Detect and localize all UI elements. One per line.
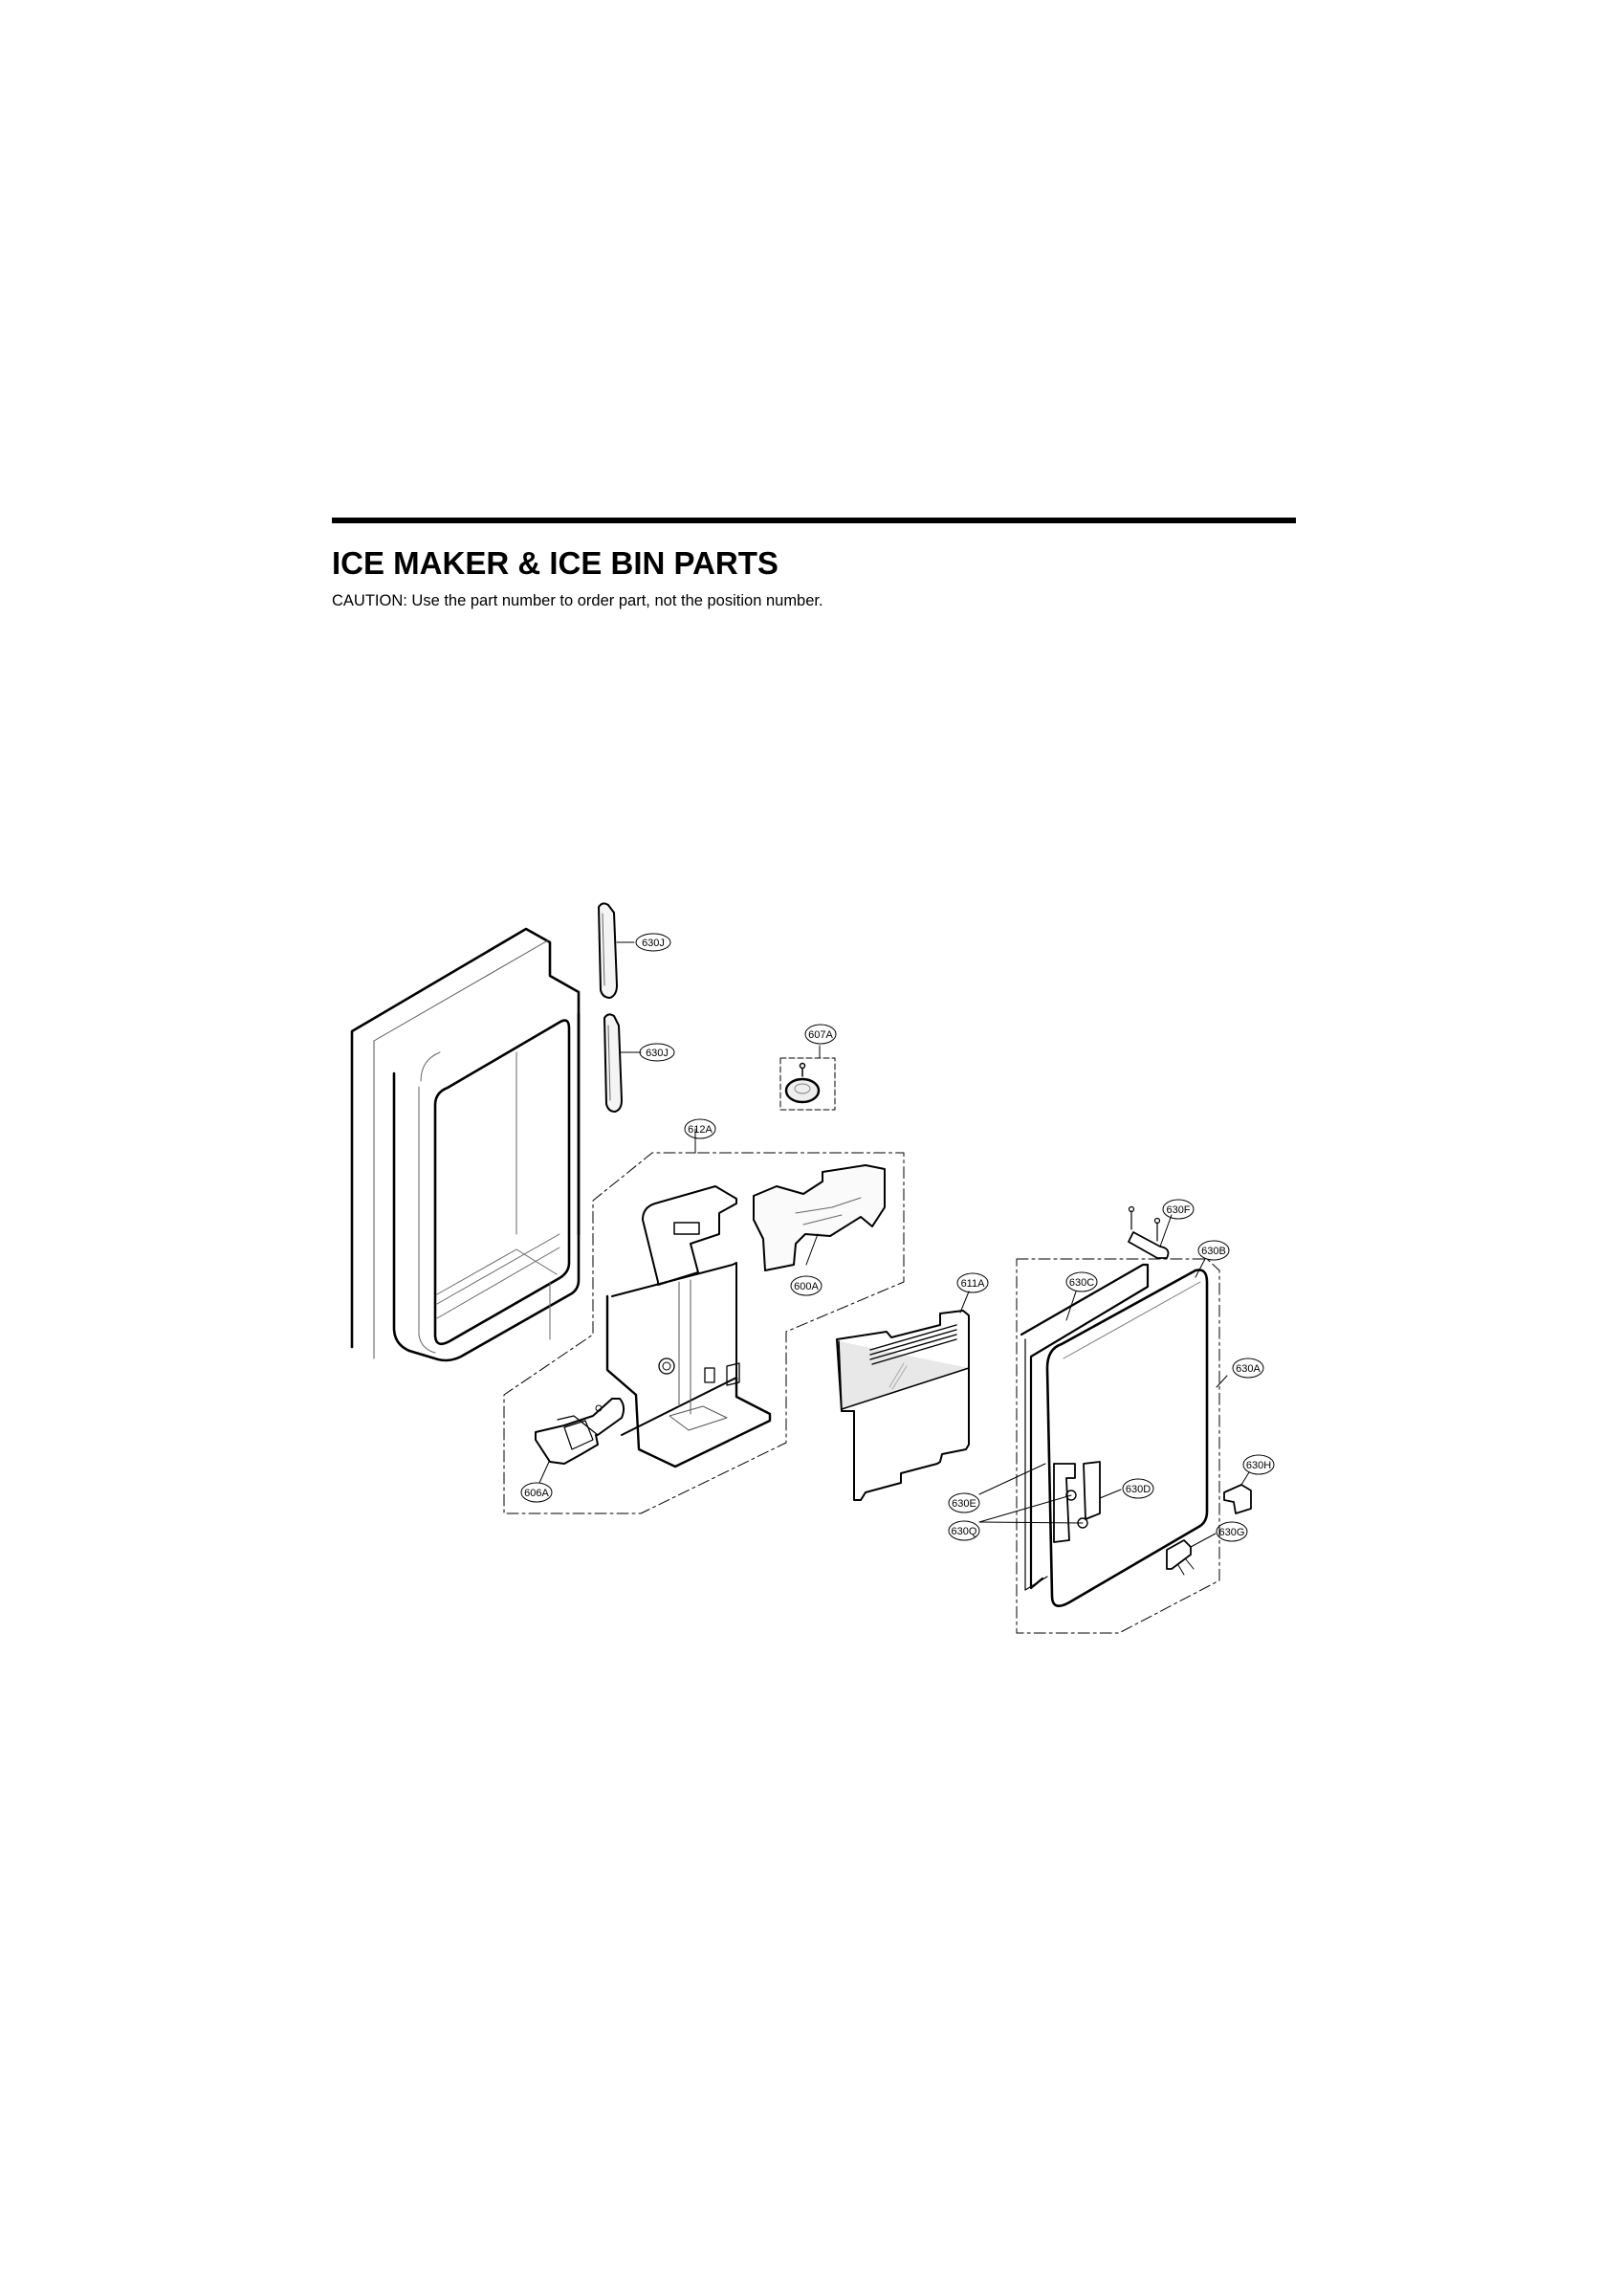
part-630J-top bbox=[598, 902, 635, 999]
part-600A-ice-maker bbox=[753, 1164, 886, 1271]
callout-612A: 612A bbox=[684, 1118, 716, 1139]
svg-text:630J: 630J bbox=[646, 1048, 669, 1059]
part-611A-cover bbox=[836, 1291, 970, 1501]
svg-text:630H: 630H bbox=[1246, 1460, 1271, 1471]
callout-630F: 630F bbox=[1162, 1199, 1195, 1220]
part-group-630-door bbox=[1016, 1205, 1252, 1634]
leader-lines bbox=[694, 1137, 1250, 1548]
callout-630H: 630H bbox=[1242, 1454, 1275, 1475]
svg-text:630A: 630A bbox=[1236, 1363, 1261, 1375]
svg-text:630G: 630G bbox=[1219, 1527, 1245, 1538]
callout-630D: 630D bbox=[1122, 1478, 1154, 1499]
callout-630J-top: 630J bbox=[635, 933, 671, 952]
svg-text:607A: 607A bbox=[808, 1029, 833, 1041]
svg-text:630J: 630J bbox=[642, 938, 665, 949]
svg-text:611A: 611A bbox=[961, 1278, 986, 1290]
callout-630B: 630B bbox=[1197, 1240, 1230, 1261]
svg-text:600A: 600A bbox=[794, 1281, 819, 1292]
header-rule bbox=[332, 518, 1296, 523]
svg-text:630B: 630B bbox=[1201, 1246, 1226, 1257]
part-630J-bottom bbox=[603, 1013, 642, 1113]
svg-text:612A: 612A bbox=[688, 1124, 713, 1136]
svg-text:630Q: 630Q bbox=[952, 1526, 977, 1537]
callout-630G: 630G bbox=[1216, 1521, 1248, 1542]
callout-630E: 630E bbox=[948, 1492, 980, 1513]
callout-606A: 606A bbox=[520, 1482, 553, 1503]
part-group-612A bbox=[503, 1128, 905, 1514]
callout-607A: 607A bbox=[804, 1024, 837, 1045]
ice-bin-assembly bbox=[605, 1185, 772, 1468]
callout-600A: 600A bbox=[790, 1275, 822, 1296]
callout-630A: 630A bbox=[1232, 1358, 1264, 1379]
callout-630Q: 630Q bbox=[948, 1520, 980, 1541]
svg-text:630D: 630D bbox=[1126, 1484, 1151, 1495]
callout-630J-bottom: 630J bbox=[639, 1043, 675, 1062]
callout-630C: 630C bbox=[1065, 1271, 1098, 1292]
svg-text:630F: 630F bbox=[1166, 1204, 1190, 1216]
svg-text:606A: 606A bbox=[524, 1488, 549, 1499]
svg-text:630E: 630E bbox=[952, 1498, 976, 1510]
caution-note: CAUTION: Use the part number to order pa… bbox=[332, 592, 823, 609]
callout-611A: 611A bbox=[956, 1272, 989, 1293]
page-title: ICE MAKER & ICE BIN PARTS bbox=[332, 545, 779, 581]
part-606A bbox=[535, 1398, 625, 1484]
part-607A-cap bbox=[779, 1045, 836, 1111]
door-dispenser-housing bbox=[350, 927, 581, 1362]
svg-text:630C: 630C bbox=[1069, 1277, 1094, 1289]
